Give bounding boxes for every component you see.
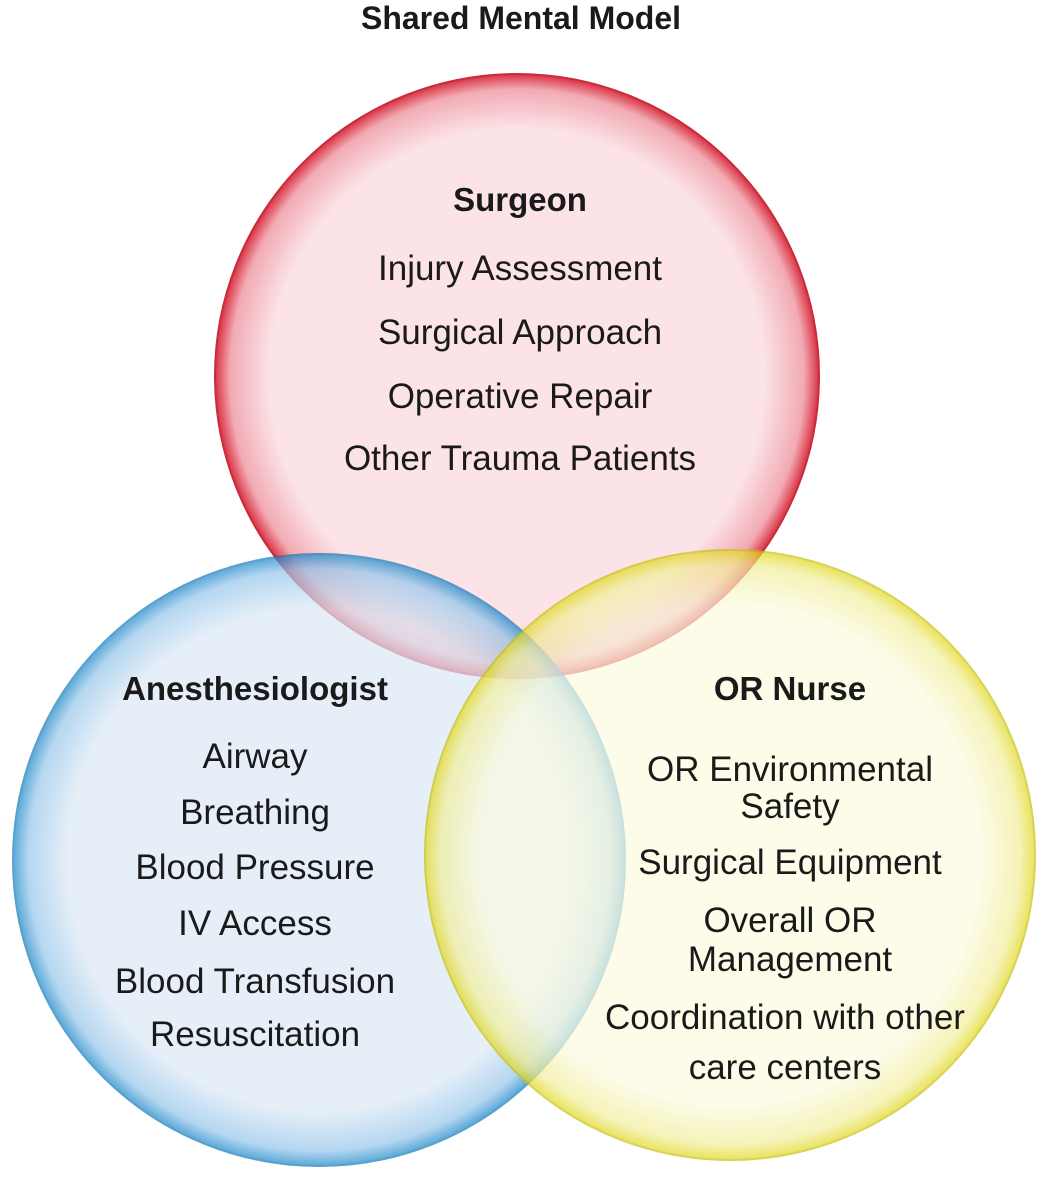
anesthesiologist-item: Blood Pressure <box>135 848 375 887</box>
surgeon-heading: Surgeon <box>453 181 587 218</box>
nurse-item: Surgical Equipment <box>638 843 942 882</box>
nurse-item: Coordination with other <box>605 998 965 1037</box>
nurse-item: Overall OR <box>703 901 877 940</box>
nurse-item: Safety <box>740 787 840 826</box>
surgeon-item: Operative Repair <box>387 377 653 416</box>
surgeon-item: Surgical Approach <box>377 313 663 352</box>
nurse-heading: OR Nurse <box>713 670 867 707</box>
nurse-item: care centers <box>688 1048 882 1087</box>
surgeon-item: Injury Assessment <box>378 249 662 288</box>
nurse-item: OR Environmental <box>647 750 933 789</box>
anesthesiologist-item: IV Access <box>178 904 332 943</box>
diagram-title: Shared Mental Model <box>360 0 682 36</box>
anesthesiologist-item: Airway <box>202 737 308 776</box>
anesthesiologist-heading: Anesthesiologist <box>122 670 388 707</box>
anesthesiologist-item: Breathing <box>180 793 330 832</box>
anesthesiologist-item: Resuscitation <box>149 1015 361 1054</box>
nurse-circle <box>424 549 1036 1161</box>
surgeon-item: Other Trauma Patients <box>343 439 697 478</box>
anesthesiologist-item: Blood Transfusion <box>114 962 396 1001</box>
nurse-item: Management <box>687 940 893 979</box>
